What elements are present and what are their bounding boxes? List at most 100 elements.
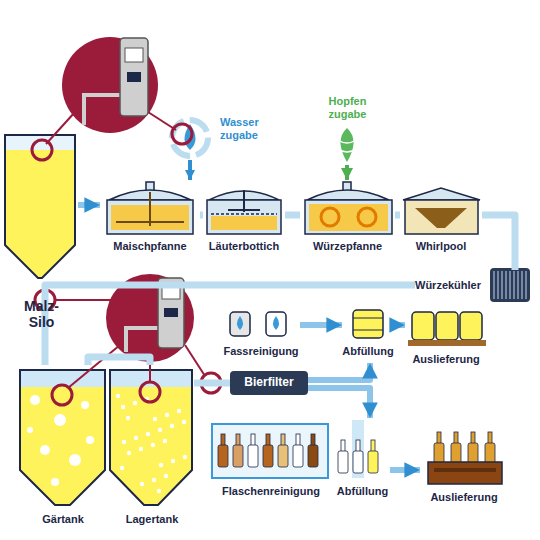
illustration-part [368,451,378,473]
illustration-part [221,434,225,446]
illustration-part [513,271,515,299]
whirlpool-vessel [403,188,480,234]
illustration-part [405,200,478,234]
illustration-part [338,440,378,473]
keg-filling [353,310,383,338]
illustration-part [309,204,388,231]
illustration-part [236,434,240,446]
illustration-part [183,455,187,459]
pipe-connector [78,202,100,208]
process-node: Auslieferung [405,305,487,369]
illustration-part [54,299,112,301]
illustration-part [233,445,243,467]
pipe-connector [308,388,370,418]
illustration-part [68,345,120,388]
node-label: Läuterbottich [203,240,285,253]
illustration-part [177,409,181,413]
pipe-connector [45,285,415,365]
node-label: Würzekühler [415,279,488,292]
illustration-part [460,312,482,340]
illustration-part [127,451,131,455]
illustration-part [494,271,526,299]
pipe-connector [188,160,192,180]
illustration-part [281,434,285,446]
process-node: Flaschenreinigung [210,418,332,500]
lauter-tun [207,190,281,234]
illustration-part [159,463,163,467]
node-label: Flaschenreinigung [210,485,332,498]
illustration-part [471,432,475,444]
illustration-part [164,308,178,317]
illustration-part [415,208,467,228]
illustration-part [493,271,495,299]
illustration-part [356,440,360,452]
illustration-part [403,188,480,200]
illustration-part [110,370,192,505]
illustration-part [371,440,375,452]
illustration-part [337,140,357,152]
illustration-part [501,271,503,299]
illustration-part [341,440,345,452]
filter-node: Bierfilter [230,371,308,395]
illustration-part [140,482,144,486]
tank-node: Lagertank [110,365,194,530]
illustration-part [353,451,363,473]
node-label: Lagertank [110,513,194,526]
pipe-connector [285,212,300,219]
illustration-part [338,451,348,473]
illustration-part [165,413,169,417]
illustration-part [32,140,52,160]
illustration-part [434,468,496,472]
illustration-part [212,424,328,478]
node-label: Malz- Silo [13,298,70,330]
illustration-part [46,112,75,144]
illustration-part [228,209,260,211]
illustration-part [182,420,186,424]
illustration-part [153,417,157,421]
illustration-part [341,128,354,162]
node-label: Bierfilter [230,376,308,390]
illustration-part [86,436,94,444]
illustration-part [237,316,243,330]
pipe-connector [300,322,342,328]
illustration-part [121,405,125,409]
illustration-part [27,427,33,433]
illustration-part [125,48,143,62]
illustration-part [30,395,40,405]
illustration-part [52,385,72,405]
water-icon [172,120,208,156]
illustration-part [120,466,124,470]
pipe-connector [200,212,203,219]
pipe-connector [308,363,370,380]
process-node: Fassreinigung [222,305,300,363]
node-label: Abfüllung [342,345,394,358]
illustration-part [170,424,174,428]
illustration-part [436,312,458,340]
illustration-part [266,312,286,336]
process-node: Abfüllung [335,418,390,500]
illustration-part [185,345,205,376]
water-input: Wasser zugabe [160,112,275,160]
illustration-part [69,454,81,466]
keg-delivery [408,312,486,346]
illustration-part [490,268,530,302]
illustration-part [40,445,50,455]
vessel-node: Läuterbottich [203,180,285,255]
illustration-part [116,394,120,398]
illustration-part [408,340,486,346]
illustration-part [164,474,168,478]
illustration-part [243,190,245,212]
pipe-connector [194,380,230,387]
pipe-connector [482,215,515,270]
illustration-part [27,395,94,486]
illustration-part [172,124,192,144]
illustration-part [230,312,250,336]
node-label: Maischpfanne [100,240,200,253]
hop-input: Hopfen zugabe [310,95,385,165]
vessel-node: Würzepfanne [300,180,395,255]
cooler-node: Würzekühler [415,270,532,302]
illustration-part [521,271,523,299]
